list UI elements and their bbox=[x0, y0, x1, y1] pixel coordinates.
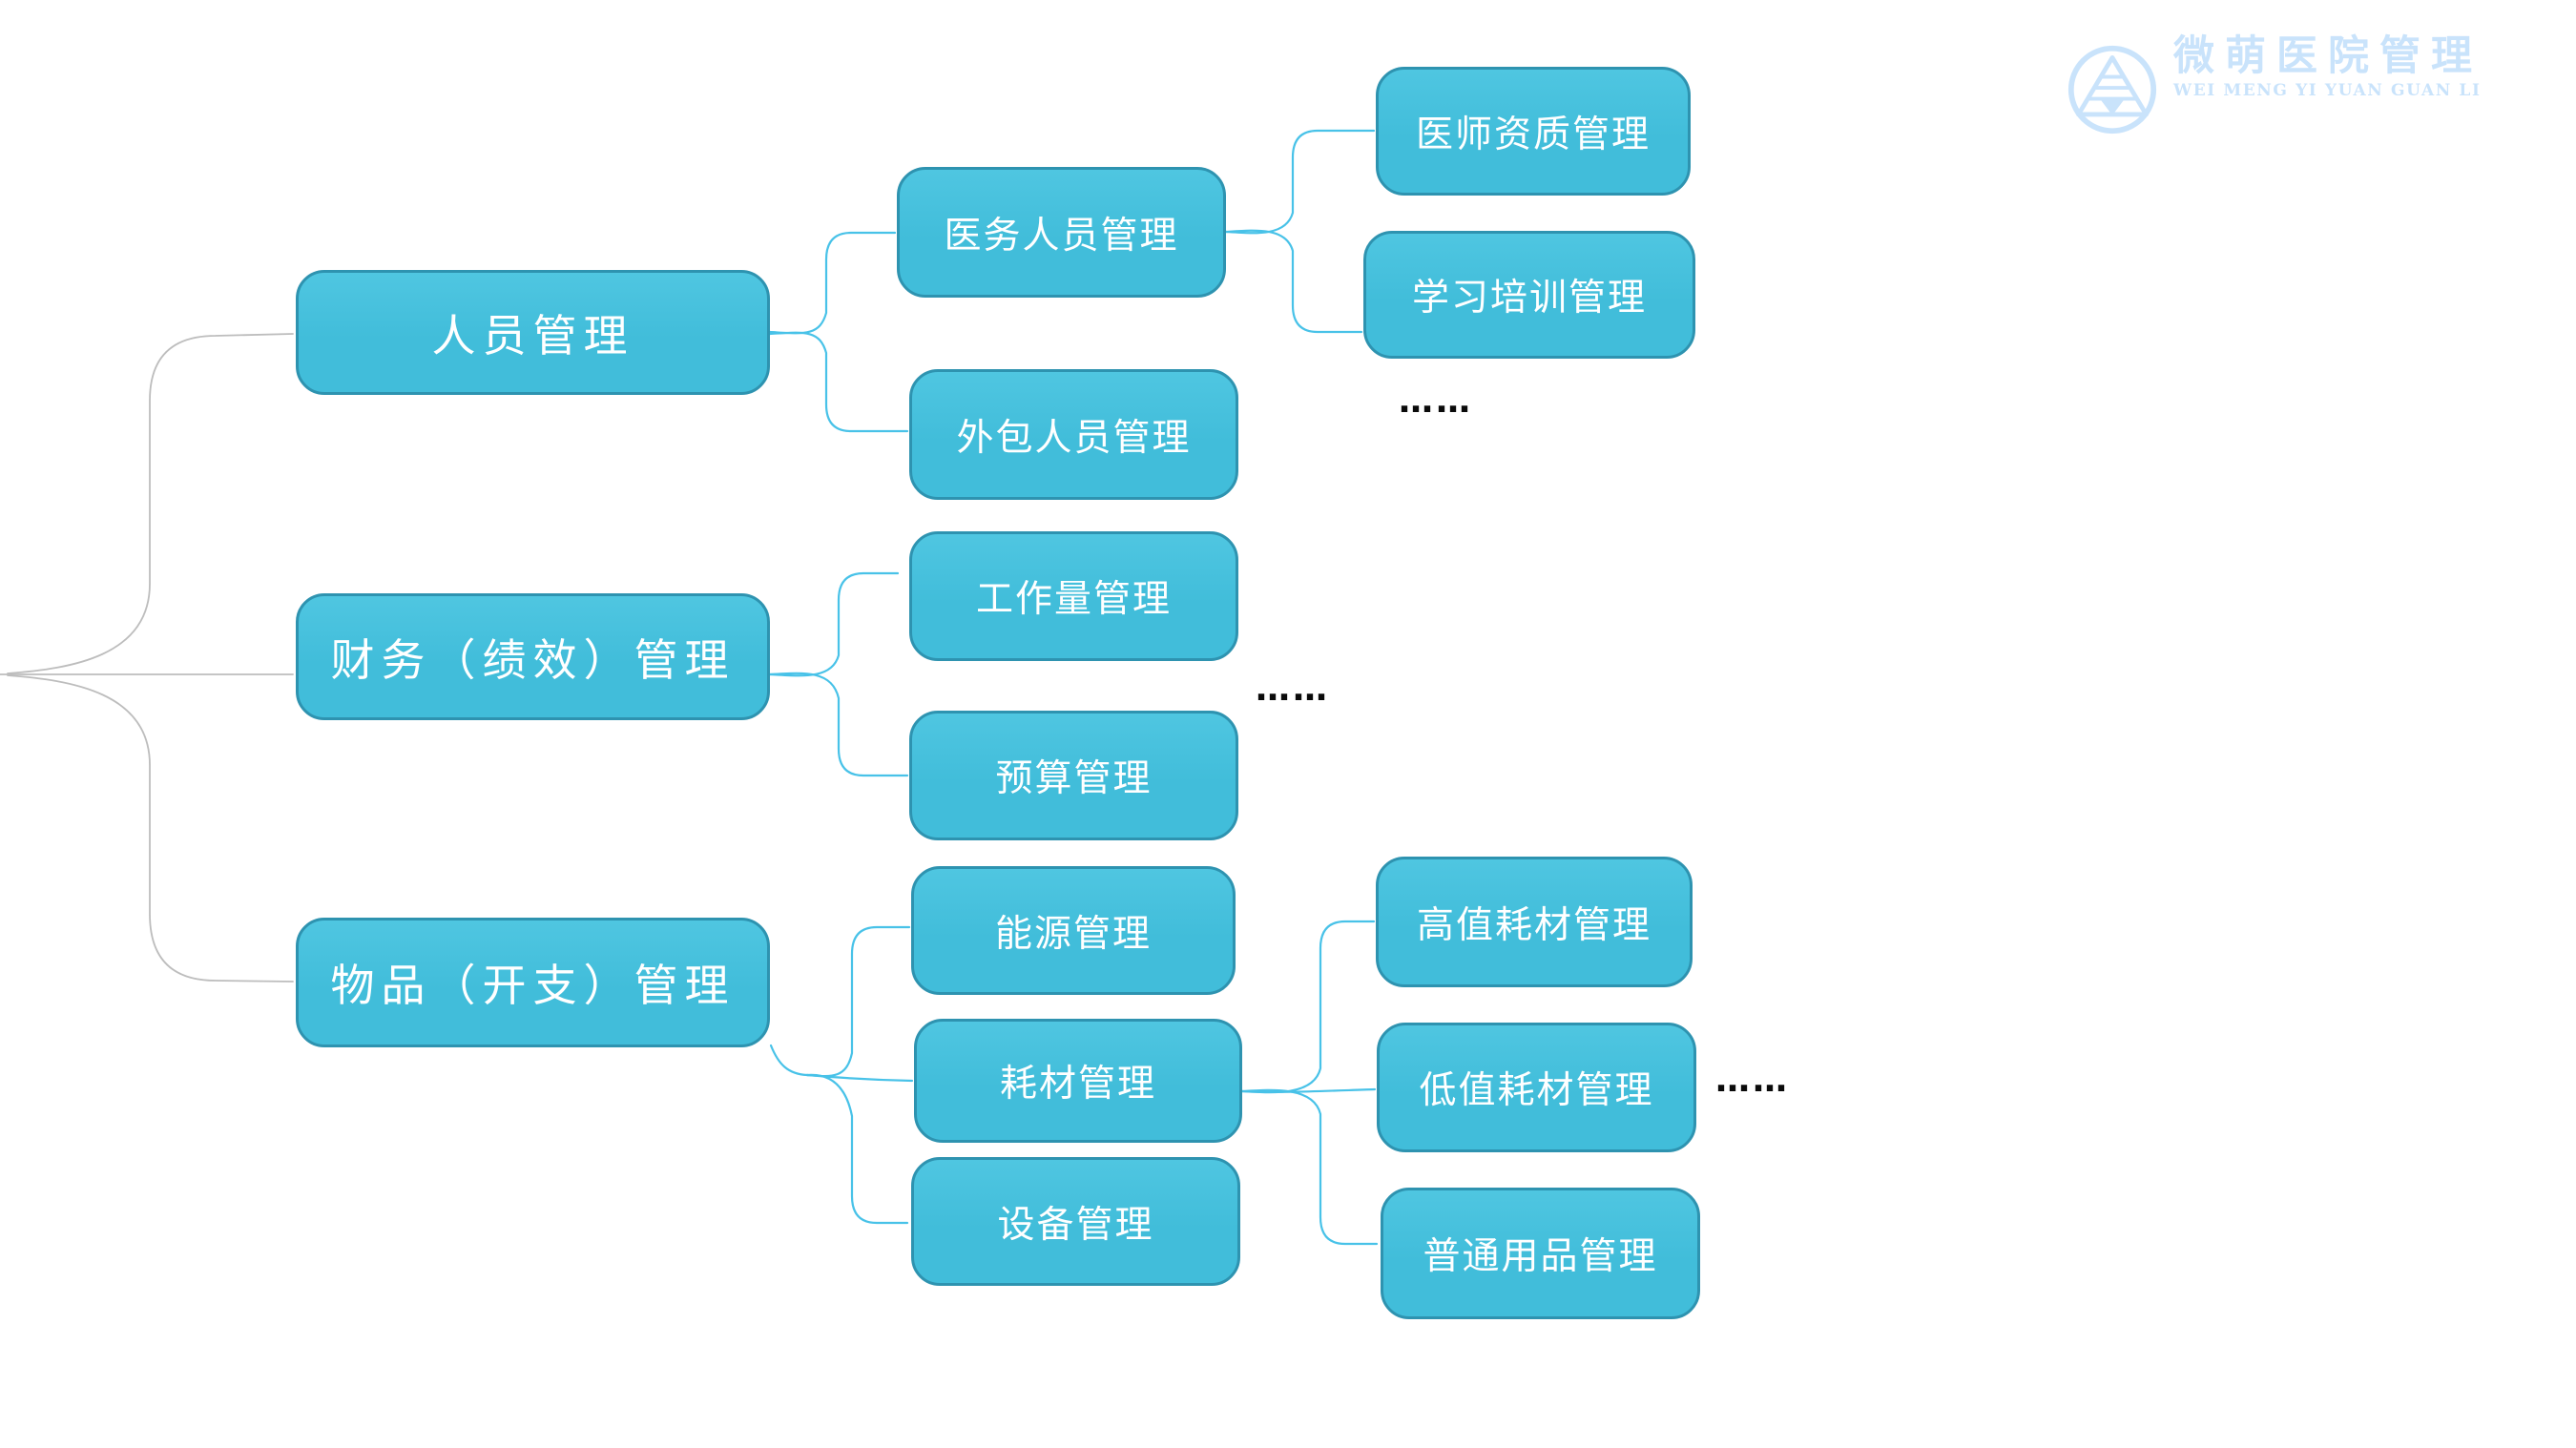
node-energy-management[interactable]: 能源管理 bbox=[911, 866, 1236, 995]
branch-wupin-stub bbox=[769, 1044, 809, 1077]
logo-tagline: WEI MENG YI YUAN GUAN LI bbox=[2173, 81, 2482, 101]
node-learning-training-management[interactable]: 学习培训管理 bbox=[1363, 231, 1695, 359]
branch-haocai-putong bbox=[1240, 1088, 1379, 1246]
branch-haocai-dizhi bbox=[1240, 1087, 1377, 1093]
node-outsourced-staff-management[interactable]: 外包人员管理 bbox=[909, 369, 1238, 500]
root-connector-wupin bbox=[7, 674, 294, 983]
node-high-value-consumables-management[interactable]: 高值耗材管理 bbox=[1376, 857, 1693, 987]
branch-wupin-shebei bbox=[805, 1073, 909, 1225]
node-general-supplies-management[interactable]: 普通用品管理 bbox=[1381, 1188, 1700, 1319]
branch-caiwu-gongzuoliang bbox=[768, 571, 900, 677]
branch-yiwu-yishi bbox=[1224, 129, 1376, 235]
branch-wupin-nengyuan bbox=[805, 925, 911, 1078]
ellipsis-more-personnel: …… bbox=[1399, 382, 1473, 421]
node-consumables-management[interactable]: 耗材管理 bbox=[914, 1019, 1242, 1143]
node-finance-performance-management[interactable]: 财务（绩效）管理 bbox=[296, 593, 770, 720]
branch-yiwu-xuexi bbox=[1224, 229, 1363, 334]
ellipsis-more-consumables: …… bbox=[1715, 1061, 1790, 1100]
node-low-value-consumables-management[interactable]: 低值耗材管理 bbox=[1377, 1023, 1696, 1152]
node-budget-management[interactable]: 预算管理 bbox=[909, 711, 1238, 840]
logo-title: 微萌医院管理 bbox=[2173, 32, 2483, 80]
ellipsis-more-finance: …… bbox=[1256, 670, 1330, 709]
branch-haocai-gaozhi bbox=[1240, 920, 1376, 1094]
node-equipment-management[interactable]: 设备管理 bbox=[911, 1157, 1240, 1286]
node-personnel-management[interactable]: 人员管理 bbox=[296, 270, 770, 395]
branch-caiwu-yusuan bbox=[768, 672, 909, 777]
logo-mountain-circle-icon bbox=[2067, 45, 2157, 134]
logo: 微萌医院管理 WEI MENG YI YUAN GUAN LI bbox=[2067, 32, 2483, 135]
node-goods-expense-management[interactable]: 物品（开支）管理 bbox=[296, 918, 770, 1047]
root-connector-renyuan bbox=[7, 333, 294, 674]
node-medical-staff-management[interactable]: 医务人员管理 bbox=[897, 167, 1226, 298]
node-workload-management[interactable]: 工作量管理 bbox=[909, 531, 1238, 661]
branch-renyuan-waibao bbox=[768, 331, 909, 433]
node-physician-qualification-management[interactable]: 医师资质管理 bbox=[1376, 67, 1691, 196]
branch-renyuan-yiwu bbox=[768, 231, 897, 335]
